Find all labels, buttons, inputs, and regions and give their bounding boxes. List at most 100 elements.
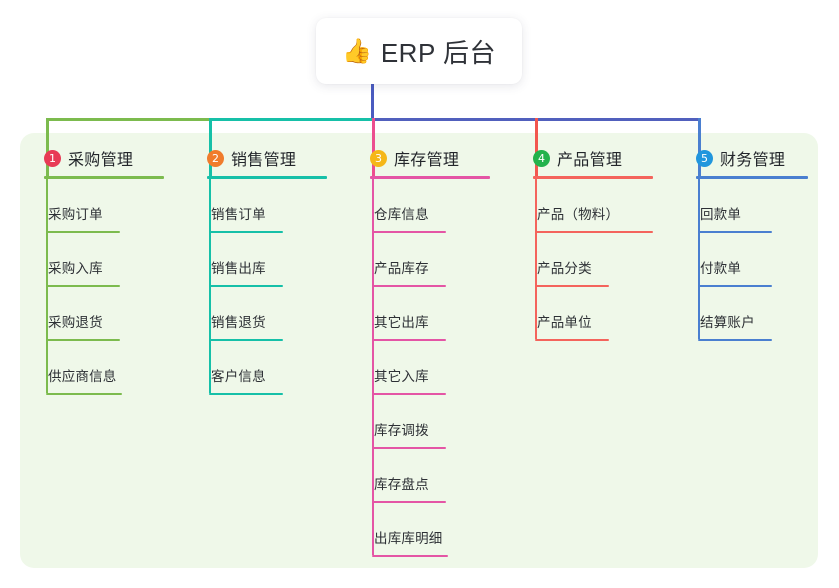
- menu-item-rule: [209, 393, 283, 395]
- column-items-1: 采购订单采购入库采购退货供应商信息: [20, 179, 183, 395]
- menu-item[interactable]: 库存调拨: [346, 395, 509, 449]
- column-title-4: 产品管理: [557, 152, 623, 169]
- menu-item-rule: [209, 231, 283, 233]
- drop-line-1: [46, 118, 49, 176]
- drop-line-2: [209, 118, 212, 176]
- menu-item-label: 其它出库: [374, 315, 429, 330]
- menu-item-label: 客户信息: [211, 369, 266, 384]
- menu-item[interactable]: 出库库明细: [346, 503, 509, 557]
- drop-line-5: [698, 118, 701, 176]
- column-items-4: 产品（物料） 产品分类产品单位: [509, 179, 672, 341]
- menu-item[interactable]: 销售退货: [183, 287, 346, 341]
- menu-item-rule: [46, 285, 120, 287]
- bus-segment-green: [46, 118, 209, 121]
- menu-item-rule: [46, 339, 120, 341]
- menu-item-label: 供应商信息: [48, 369, 117, 384]
- menu-item-label: 产品库存: [374, 261, 429, 276]
- column-rule-4: [533, 176, 653, 179]
- menu-item-label: 产品分类: [537, 261, 592, 276]
- column-header-3[interactable]: 3 库存管理: [346, 146, 509, 170]
- menu-item[interactable]: 采购退货: [20, 287, 183, 341]
- menu-item[interactable]: 仓库信息: [346, 179, 509, 233]
- column-rule-3: [370, 176, 490, 179]
- menu-item-rule: [535, 285, 609, 287]
- menu-item[interactable]: 付款单: [672, 233, 835, 287]
- menu-item[interactable]: 其它出库: [346, 287, 509, 341]
- menu-item-label: 付款单: [700, 261, 742, 276]
- bus-segment-teal: [209, 118, 372, 121]
- thumbs-up-icon: 👍: [341, 38, 372, 65]
- column-1: 1 采购管理采购订单采购入库采购退货供应商信息: [20, 146, 183, 395]
- menu-item[interactable]: 产品库存: [346, 233, 509, 287]
- menu-item-rule: [372, 231, 446, 233]
- menu-item-rule: [372, 501, 446, 503]
- column-trunk-3: [372, 177, 374, 555]
- column-trunk-5: [698, 177, 700, 339]
- column-4: 4 产品管理产品（物料） 产品分类产品单位: [509, 146, 672, 341]
- menu-item-label: 其它入库: [374, 369, 429, 384]
- column-trunk-4: [535, 177, 537, 339]
- menu-item-rule: [372, 285, 446, 287]
- column-items-3: 仓库信息产品库存其它出库其它入库库存调拨库存盘点出库库明细: [346, 179, 509, 557]
- column-title-3: 库存管理: [394, 152, 460, 169]
- root-stem: [371, 84, 374, 121]
- menu-item-label: 出库库明细: [374, 531, 443, 546]
- column-title-1: 采购管理: [68, 152, 134, 169]
- menu-item-rule: [535, 339, 609, 341]
- menu-item[interactable]: 其它入库: [346, 341, 509, 395]
- drop-line-4: [535, 118, 538, 176]
- menu-item-label: 采购订单: [48, 207, 103, 222]
- menu-item-label: 销售出库: [211, 261, 266, 276]
- column-header-1[interactable]: 1 采购管理: [20, 146, 183, 170]
- menu-item[interactable]: 库存盘点: [346, 449, 509, 503]
- column-items-2: 销售订单销售出库销售退货客户信息: [183, 179, 346, 395]
- menu-item[interactable]: 销售出库: [183, 233, 346, 287]
- menu-item-rule: [698, 339, 772, 341]
- column-rule-5: [696, 176, 808, 179]
- column-rule-2: [207, 176, 327, 179]
- root-title: ERP 后台: [380, 37, 497, 68]
- menu-item[interactable]: 产品（物料）: [509, 179, 672, 233]
- menu-item[interactable]: 回款单: [672, 179, 835, 233]
- column-rule-1: [44, 176, 164, 179]
- menu-item-rule: [535, 231, 653, 233]
- menu-item[interactable]: 供应商信息: [20, 341, 183, 395]
- root-node-card[interactable]: 👍 ERP 后台: [316, 18, 522, 84]
- menu-item[interactable]: 客户信息: [183, 341, 346, 395]
- menu-item-rule: [372, 555, 448, 557]
- menu-item[interactable]: 产品单位: [509, 287, 672, 341]
- menu-item-label: 库存盘点: [374, 477, 429, 492]
- menu-item-rule: [698, 231, 772, 233]
- menu-item[interactable]: 产品分类: [509, 233, 672, 287]
- menu-item-rule: [372, 393, 446, 395]
- column-badge-4: 4: [533, 149, 550, 167]
- diagram-panel-background: [20, 133, 818, 568]
- column-badge-1: 1: [44, 149, 61, 167]
- menu-item-label: 采购入库: [48, 261, 103, 276]
- menu-item[interactable]: 采购订单: [20, 179, 183, 233]
- menu-item-rule: [372, 447, 446, 449]
- menu-item-label: 销售订单: [211, 207, 266, 222]
- menu-item[interactable]: 销售订单: [183, 179, 346, 233]
- menu-item-rule: [698, 285, 772, 287]
- column-badge-3: 3: [370, 149, 387, 167]
- menu-item-rule: [209, 339, 283, 341]
- menu-item-label: 采购退货: [48, 315, 103, 330]
- column-items-5: 回款单付款单结算账户: [672, 179, 835, 341]
- column-header-4[interactable]: 4 产品管理: [509, 146, 672, 170]
- menu-item-label: 回款单: [700, 207, 742, 222]
- menu-item-label: 产品单位: [537, 315, 592, 330]
- menu-item-rule: [46, 231, 120, 233]
- menu-item[interactable]: 采购入库: [20, 233, 183, 287]
- menu-item-rule: [372, 339, 446, 341]
- column-title-5: 财务管理: [720, 152, 786, 169]
- menu-item[interactable]: 结算账户: [672, 287, 835, 341]
- menu-item-label: 产品（物料）: [537, 207, 620, 222]
- column-badge-2: 2: [207, 149, 224, 167]
- menu-item-label: 销售退货: [211, 315, 266, 330]
- menu-item-label: 结算账户: [700, 315, 755, 330]
- menu-item-rule: [209, 285, 283, 287]
